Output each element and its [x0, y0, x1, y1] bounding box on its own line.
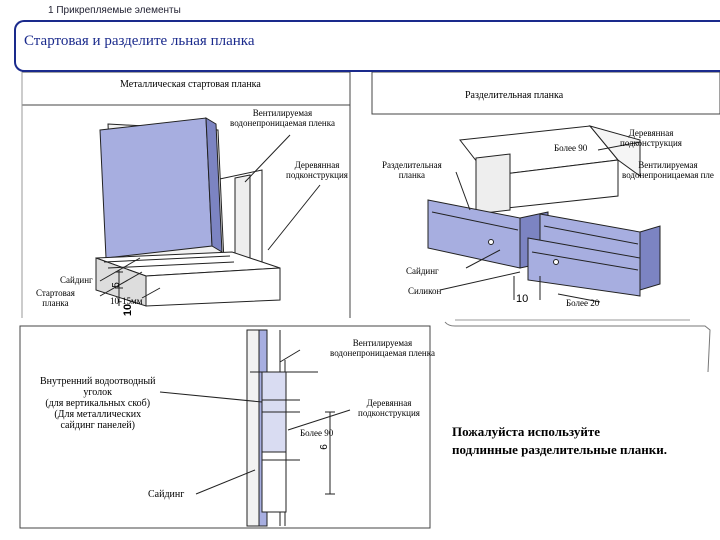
- right-more90-label: Более 90: [554, 143, 588, 153]
- starter-strip-drawing: [95, 117, 321, 307]
- bottom-membrane-label: Вентилируемая водонепроницаемая пленка: [330, 338, 435, 358]
- dim-5-label: 5: [110, 282, 122, 288]
- right-wood-label: Деревянная подконструкция: [620, 128, 682, 148]
- notice-text: Пожалуйста используйте подлинные раздели…: [452, 424, 667, 457]
- divider-strip-drawing: [427, 125, 661, 303]
- left-membrane-label: Вентилируемая водонепроницаемая пленка: [230, 108, 335, 128]
- left-wood-label: Деревянная подконструкция: [286, 160, 348, 180]
- section-drawing: [159, 329, 351, 527]
- breadcrumb: 1 Прикрепляемые элементы: [48, 5, 181, 16]
- page-title: Стартовая и разделите льная планка: [24, 33, 255, 49]
- inner-corner-label: Внутренний водоотводный уголок (для верт…: [40, 376, 156, 431]
- bottom-wood-label: Деревянная подконструкция: [358, 398, 420, 418]
- divider-strip-title: Разделительная планка: [465, 90, 564, 101]
- right-more20-label: Более 20: [566, 298, 600, 308]
- gap-label: 10-15мм: [110, 296, 143, 306]
- left-starter-label: Стартовая планка: [36, 288, 75, 308]
- right-membrane-label: Вентилируемая водонепроницаемая пле: [622, 160, 714, 180]
- sealant-label: Силикон: [408, 286, 442, 296]
- panel-frames: [19, 71, 720, 529]
- right-divider-label: Разделительная планка: [382, 160, 442, 180]
- bottom-siding-label: Сайдинг: [148, 489, 185, 500]
- starter-strip-title: Металлическая стартовая планка: [120, 79, 261, 90]
- right-dim-10-label: 10: [516, 293, 529, 305]
- dim-10-label: 10: [122, 303, 135, 317]
- bottom-more90-label: Более 90: [300, 428, 334, 438]
- right-siding-label: Сайдинг: [406, 266, 439, 276]
- left-siding-label: Сайдинг: [60, 275, 93, 285]
- dim-6-label: 6: [318, 444, 330, 450]
- title-frame: [14, 20, 720, 72]
